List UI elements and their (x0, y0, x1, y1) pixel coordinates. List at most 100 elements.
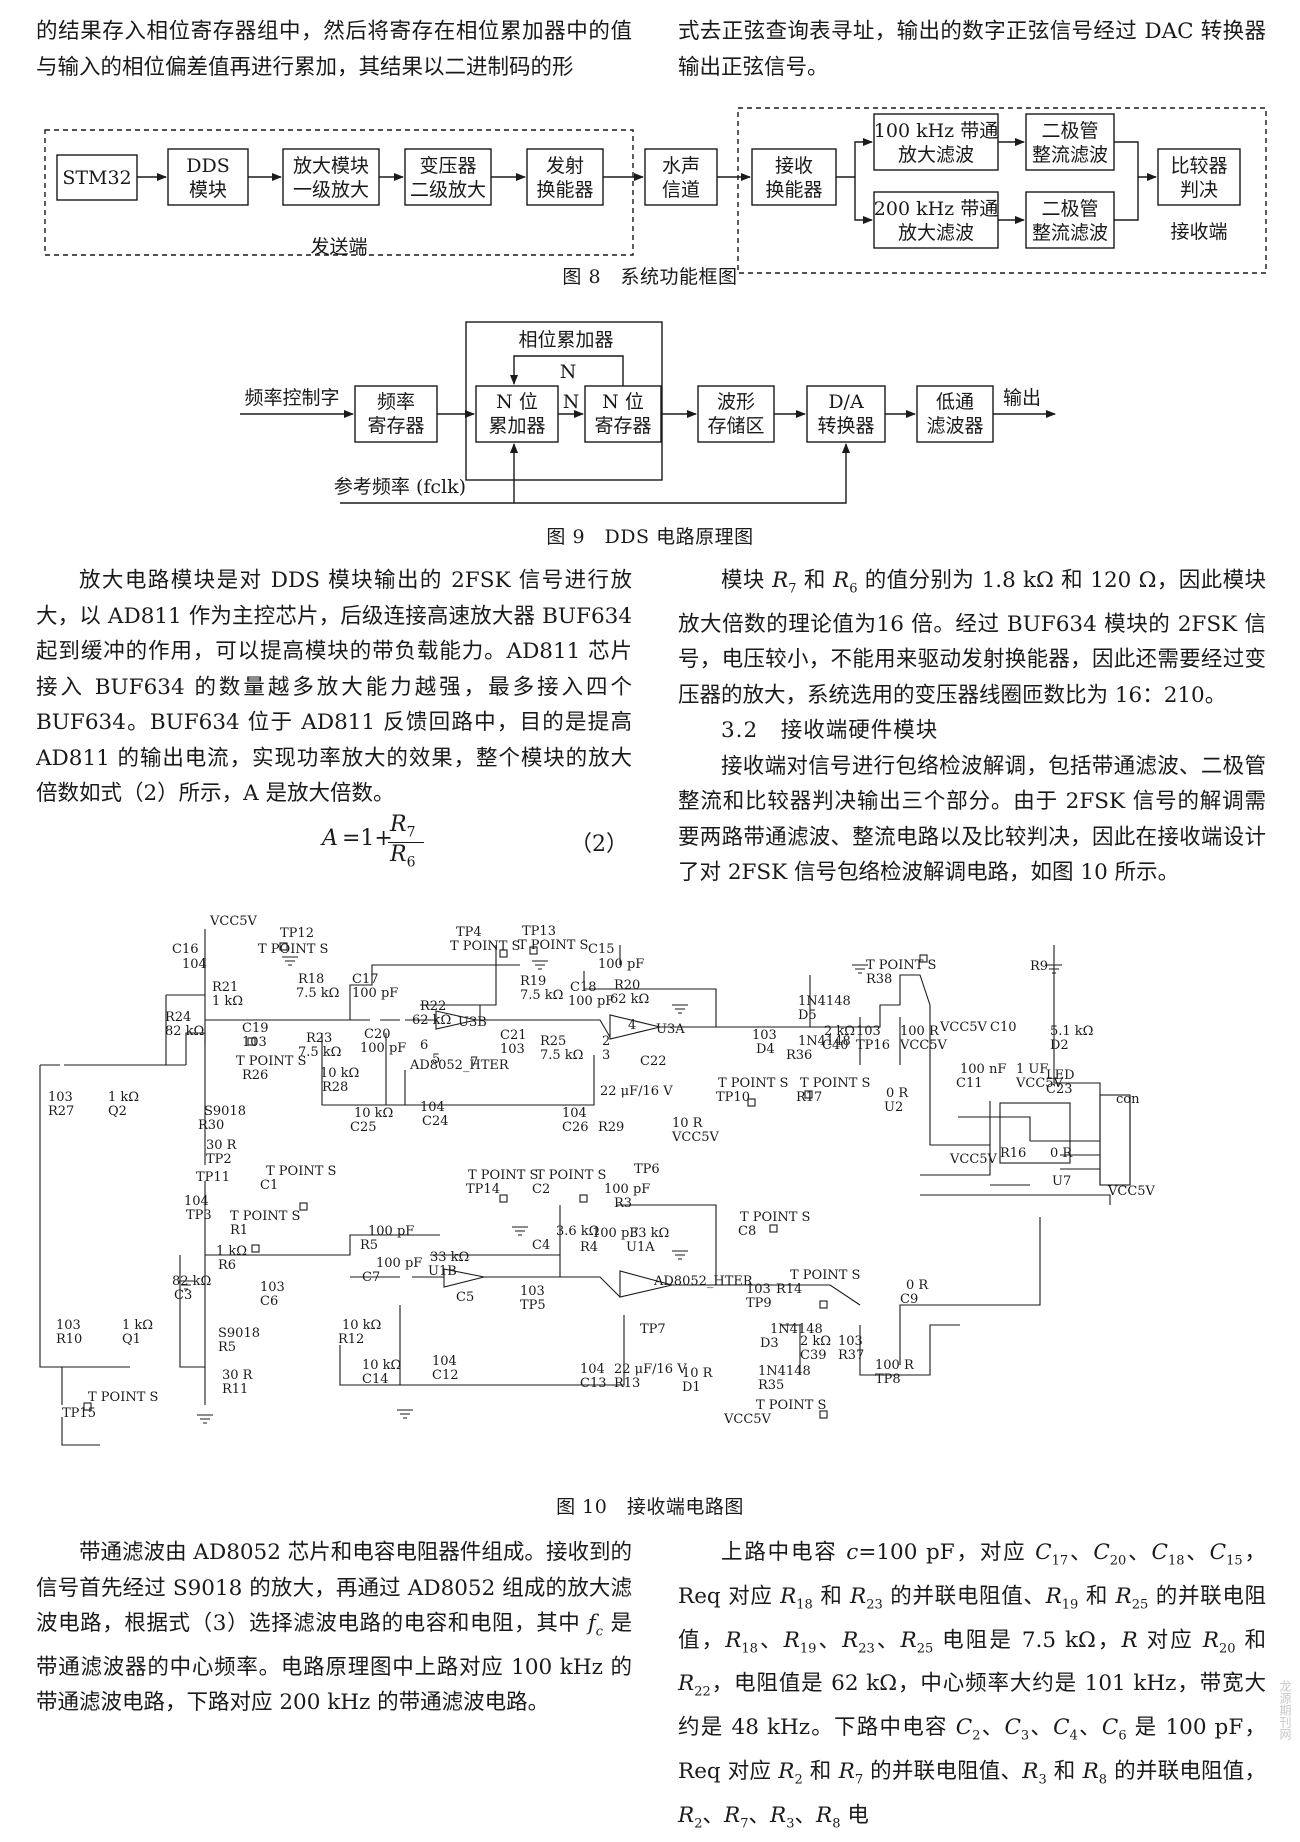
block-label: 换能器 (765, 179, 822, 201)
circuit-label: R21 (212, 980, 238, 995)
figure-9-dds-diagram: 频率控制字 频率 寄存器 相位累加器 N N N 位 累加器 N 位 寄存器 波… (240, 321, 1056, 504)
ground-icon (282, 956, 298, 966)
circuit-label: T POINT S (88, 1390, 158, 1405)
circuit-label: 10 R (672, 1116, 704, 1131)
circuit-label: C24 (422, 1114, 449, 1129)
circuit-label: R6 (218, 1258, 236, 1273)
recv-frame (737, 107, 1267, 274)
circuit-label: C8 (738, 1224, 756, 1239)
block-label: 波形 (717, 391, 755, 413)
figure-8-block-diagram: STM32 DDS 模块 放大模块 一级放大 变压器 二级放大 发射 换能器 水… (44, 107, 1267, 274)
block-tx-transducer (526, 148, 604, 206)
formula-den-var: R (390, 842, 407, 867)
top-paragraph-right: 式去正弦查询表寻址，输出的数字正弦信号经过 DAC 转换器输出正弦信号。 (678, 14, 1266, 85)
circuit-label: C25 (350, 1120, 377, 1135)
circuit-wire (580, 1276, 621, 1298)
circuit-label: U1A (626, 1240, 655, 1255)
circuit-label: TP2 (206, 1152, 232, 1167)
circuit-label: TP8 (875, 1372, 901, 1387)
circuit-label: R36 (786, 1048, 812, 1063)
circuit-label: C17 (352, 972, 379, 987)
block-label: 变压器 (419, 155, 476, 177)
circuit-label: 0 R (906, 1278, 929, 1293)
circuit-label: T POINT S (790, 1268, 860, 1283)
circuit-label: C40 (822, 1038, 849, 1053)
circuit-label: C6 (260, 1294, 278, 1309)
circuit-wire (179, 1255, 205, 1368)
circuit-label: 62 kΩ (412, 1013, 451, 1028)
circuit-label: R11 (222, 1382, 248, 1397)
circuit-label: R14 (776, 1282, 802, 1297)
circuit-label: TP7 (640, 1322, 666, 1337)
block-label: 寄存器 (367, 415, 424, 437)
circuit-label: 4 (628, 1018, 636, 1033)
circuit-label: R22 (420, 999, 446, 1014)
test-point-icon (299, 1202, 308, 1211)
formula-den-sub: 6 (406, 854, 416, 871)
circuit-label: R17 (796, 1090, 822, 1105)
paragraph-right-1: 模块 R7 和 R6 的值分别为 1.8 kΩ 和 120 Ω，因此模块放大倍数… (678, 563, 1266, 891)
test-point-icon (529, 946, 538, 955)
block-label: 放大模块 (293, 155, 369, 177)
test-point-icon (579, 1194, 588, 1203)
circuit-wire (890, 1324, 960, 1376)
block-label: DDS (186, 155, 229, 177)
recv-label: 接收端 (1170, 221, 1227, 243)
circuit-label: 100 pF (598, 957, 644, 972)
circuit-label: 6 (420, 1038, 428, 1053)
circuit-label: 104 (562, 1106, 587, 1121)
circuit-label: 2 (602, 1034, 610, 1049)
formula-lhs: A (322, 826, 338, 851)
circuit-label: R35 (758, 1378, 784, 1393)
formula-eq: =1+ (342, 826, 393, 851)
circuit-label: 62 kΩ (610, 992, 649, 1007)
circuit-label: R16 (1000, 1146, 1026, 1161)
circuit-label: VCC5V (939, 1020, 988, 1035)
circuit-label: T POINT S (740, 1210, 810, 1225)
formula-num-sub: 7 (406, 824, 416, 841)
fraction-bar (388, 842, 424, 843)
test-point-icon (919, 954, 928, 963)
test-point-icon (769, 1224, 778, 1233)
circuit-label: 1 kΩ (216, 1244, 247, 1259)
circuit-label: 103 (520, 1284, 545, 1299)
circuit-label: 33 kΩ (430, 1250, 469, 1265)
ground-icon (1046, 964, 1062, 974)
ground-icon (532, 960, 548, 970)
block-n-reg (584, 385, 662, 443)
circuit-label: 103 (838, 1334, 863, 1349)
formula-numerator: R7 (390, 812, 416, 840)
block-label: 转换器 (817, 415, 874, 437)
circuit-label: R18 (298, 972, 324, 987)
circuit-label: T POINT S (756, 1398, 826, 1413)
circuit-label: 82 kΩ (165, 1024, 204, 1039)
paragraph-text: 模块 R7 和 R6 的值分别为 1.8 kΩ 和 120 Ω，因此模块放大倍数… (678, 568, 1266, 708)
circuit-label: C2 (532, 1182, 550, 1197)
block-label: 存储区 (707, 415, 764, 437)
circuit-label: 10 kΩ (354, 1106, 393, 1121)
circuit-label: 7.5 kΩ (520, 988, 563, 1003)
circuit-wire (583, 971, 640, 990)
circuit-label: C5 (456, 1290, 474, 1305)
circuit-label: TP13 (522, 924, 556, 939)
test-point-icon (819, 1300, 828, 1309)
circuit-label: 103 (48, 1090, 73, 1105)
circuit-label: 10 R (682, 1366, 714, 1381)
circuit-label: 100 pF (360, 1041, 406, 1056)
circuit-label: 1N4148 (798, 994, 851, 1009)
circuit-label: 100 pF (568, 994, 614, 1009)
circuit-wire (619, 1270, 673, 1298)
circuit-label: 100 pF (368, 1224, 414, 1239)
circuit-label: 104 (432, 1354, 457, 1369)
circuit-label: 7.5 kΩ (540, 1048, 583, 1063)
circuit-label: 103 (242, 1035, 267, 1050)
circuit-label: TP16 (856, 1038, 890, 1053)
circuit-wire (616, 1204, 717, 1285)
circuit-label: 7.5 kΩ (296, 986, 339, 1001)
circuit-label: 100 R (875, 1358, 915, 1373)
block-dds (167, 148, 249, 206)
circuit-label: LED (1046, 1068, 1075, 1083)
circuit-wire (740, 1284, 861, 1306)
send-frame (44, 129, 634, 256)
